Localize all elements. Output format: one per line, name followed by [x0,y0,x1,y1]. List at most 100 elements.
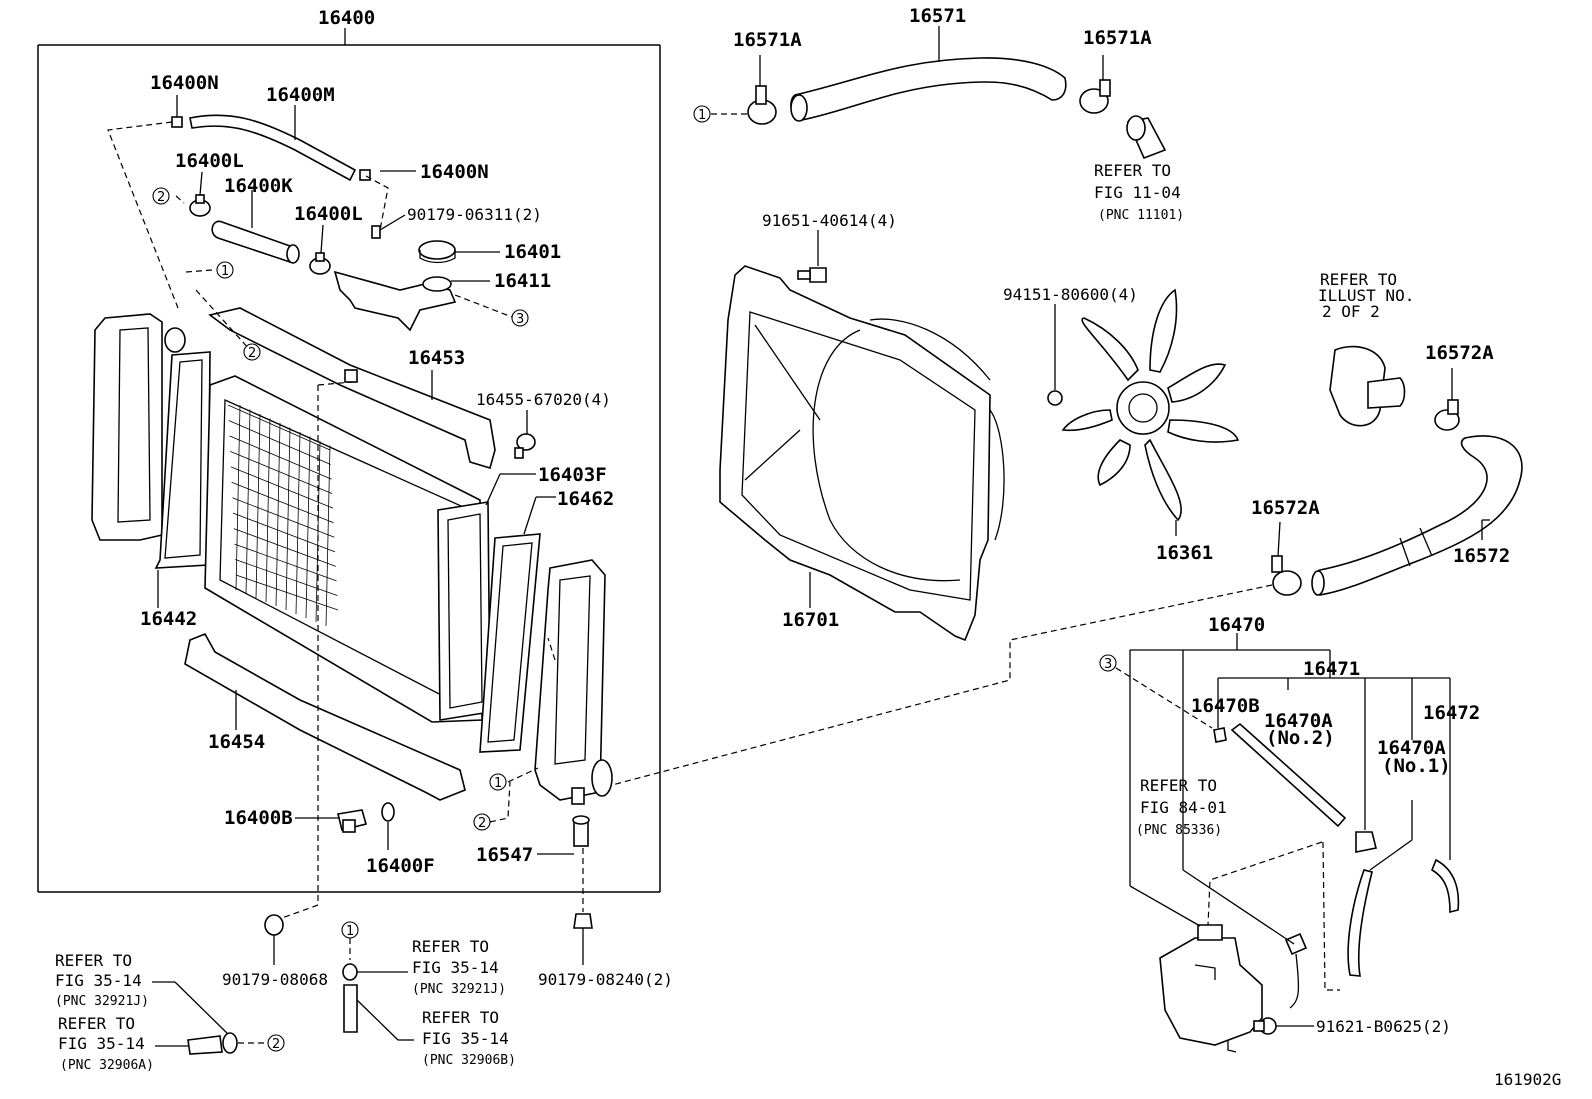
svg-text:3: 3 [516,312,524,327]
clamp-16571a-b[interactable] [1079,79,1111,114]
drain-cock-16400b[interactable] [337,809,367,833]
filler-neck-16411[interactable] [333,225,457,332]
pipe-32906b[interactable] [343,984,358,1033]
upper-support-16453[interactable] [208,307,496,470]
plug-90179-08240[interactable] [573,913,593,929]
part-label-16400n-b[interactable]: 16400N [420,161,489,183]
ref-r7-line3: (PNC 32906B) [422,1053,516,1068]
part-label-16361[interactable]: 16361 [1156,542,1213,564]
clamp-16400l-b[interactable] [309,252,331,275]
gasket-16400f[interactable] [381,802,395,822]
right-tank[interactable] [534,559,613,805]
callout-2-a: 2 [152,187,170,205]
clamp-16572a-b[interactable] [1271,555,1302,596]
lower-support-16454[interactable] [184,632,466,801]
svg-text:1: 1 [698,108,706,123]
fan-16361[interactable] [1061,288,1240,522]
part-label-91621[interactable]: 91621-B0625(2) [1316,1017,1451,1036]
part-label-16455[interactable]: 16455-67020(4) [476,390,611,409]
part-label-16701[interactable]: 16701 [782,609,839,631]
part-label-16453[interactable]: 16453 [408,347,465,369]
part-label-no1: (No.1) [1382,755,1451,777]
reservoir-tank-16470[interactable] [1159,924,1263,1053]
part-label-16572[interactable]: 16572 [1453,545,1510,567]
plug-90179-08068[interactable] [264,914,284,936]
part-label-16462[interactable]: 16462 [557,488,614,510]
fitting-16470a-no1[interactable] [1347,831,1377,977]
radiator-assembly-frame [37,28,661,893]
part-label-16400k[interactable]: 16400K [224,175,293,197]
bolt-91621[interactable] [1253,1017,1277,1035]
clamp-16572a-a[interactable] [1434,399,1460,431]
ref-r6-line3: (PNC 32921J) [412,982,506,997]
clamp-16400n-a[interactable] [171,116,183,128]
part-label-90179-08240[interactable]: 90179-08240(2) [538,970,673,989]
part-label-16571a-b[interactable]: 16571A [1083,27,1152,49]
part-label-16400m[interactable]: 16400M [266,84,335,106]
ref-r5-line3: (PNC 32906A) [60,1058,154,1073]
clamp-16400n-b[interactable] [359,169,371,181]
seal-16442[interactable] [154,351,211,569]
part-label-91651[interactable]: 91651-40614(4) [762,211,897,230]
ref-r3-line3: (PNC 85336) [1136,823,1222,838]
hose-16571[interactable] [790,57,1067,122]
sensor-85336[interactable] [1284,932,1308,1009]
hose-16572[interactable] [1311,435,1523,596]
part-label-16471[interactable]: 16471 [1303,658,1360,680]
part-label-16571a-a[interactable]: 16571A [733,29,802,51]
part-label-16411[interactable]: 16411 [494,270,551,292]
part-label-16470a-no2[interactable]: 16470A [1264,710,1333,732]
bolt-91651[interactable] [797,267,827,283]
diagram-id: 161902G [1494,1070,1561,1089]
fitting-32921j[interactable] [342,963,358,981]
clamp-16571a-a[interactable] [747,85,777,125]
part-label-16400[interactable]: 16400 [318,7,375,29]
part-label-16400l-a[interactable]: 16400L [175,150,244,172]
clamp-16400l-a[interactable] [189,194,211,217]
part-label-90179-08068[interactable]: 90179-08068 [222,970,328,989]
part-label-16470b[interactable]: 16470B [1191,695,1260,717]
part-label-16470a-no1[interactable]: 16470A [1377,737,1446,759]
hose-16470a-no2[interactable] [1230,722,1347,828]
cap-16470b[interactable] [1213,727,1227,743]
part-label-16572a-b[interactable]: 16572A [1251,497,1320,519]
seal-16403f[interactable] [437,501,491,721]
part-label-16572a-a[interactable]: 16572A [1425,342,1494,364]
part-label-16400n-a[interactable]: 16400N [150,72,219,94]
part-label-16571[interactable]: 16571 [909,5,966,27]
left-tank[interactable] [91,313,186,541]
part-label-16547[interactable]: 16547 [476,844,533,866]
part-label-16400l-b[interactable]: 16400L [294,203,363,225]
mount-16547[interactable] [572,815,590,847]
dashed-lines-reservoir [1115,667,1340,991]
part-label-16401[interactable]: 16401 [504,241,561,263]
hose-16472[interactable] [1430,858,1460,914]
callout-2-d: 2 [267,1034,285,1052]
ref-r6-line2: FIG 35-14 [412,958,499,977]
ref-r2-line1: REFER TO [1320,270,1397,289]
callout-1-c: 1 [341,921,359,939]
radiator-cap-16401[interactable] [418,240,456,264]
fan-shroud-16701[interactable] [719,265,1005,642]
hose-16400m[interactable] [189,114,357,182]
bolt-16455[interactable] [514,433,536,459]
bolt-94151[interactable] [1047,390,1063,406]
part-label-16442[interactable]: 16442 [140,608,197,630]
part-label-16400b[interactable]: 16400B [224,807,293,829]
part-label-16472[interactable]: 16472 [1423,702,1480,724]
part-label-16403f[interactable]: 16403F [538,464,607,486]
hose-16400k[interactable] [211,220,300,264]
ref-r7-line2: FIG 35-14 [422,1029,509,1048]
pipe-11101[interactable] [1126,115,1167,160]
part-label-16470[interactable]: 16470 [1208,614,1265,636]
part-label-94151[interactable]: 94151-80600(4) [1003,285,1138,304]
ref-r7-line1: REFER TO [422,1008,499,1027]
ref-r3-line2: FIG 84-01 [1140,798,1227,817]
hose-fitting-32906a[interactable] [187,1032,238,1055]
part-label-16400f[interactable]: 16400F [366,855,435,877]
part-label-90179-06311[interactable]: 90179-06311(2) [407,205,542,224]
part-label-16454[interactable]: 16454 [208,731,265,753]
seal-16462[interactable] [479,533,541,753]
outlet-fitting[interactable] [1329,345,1406,427]
